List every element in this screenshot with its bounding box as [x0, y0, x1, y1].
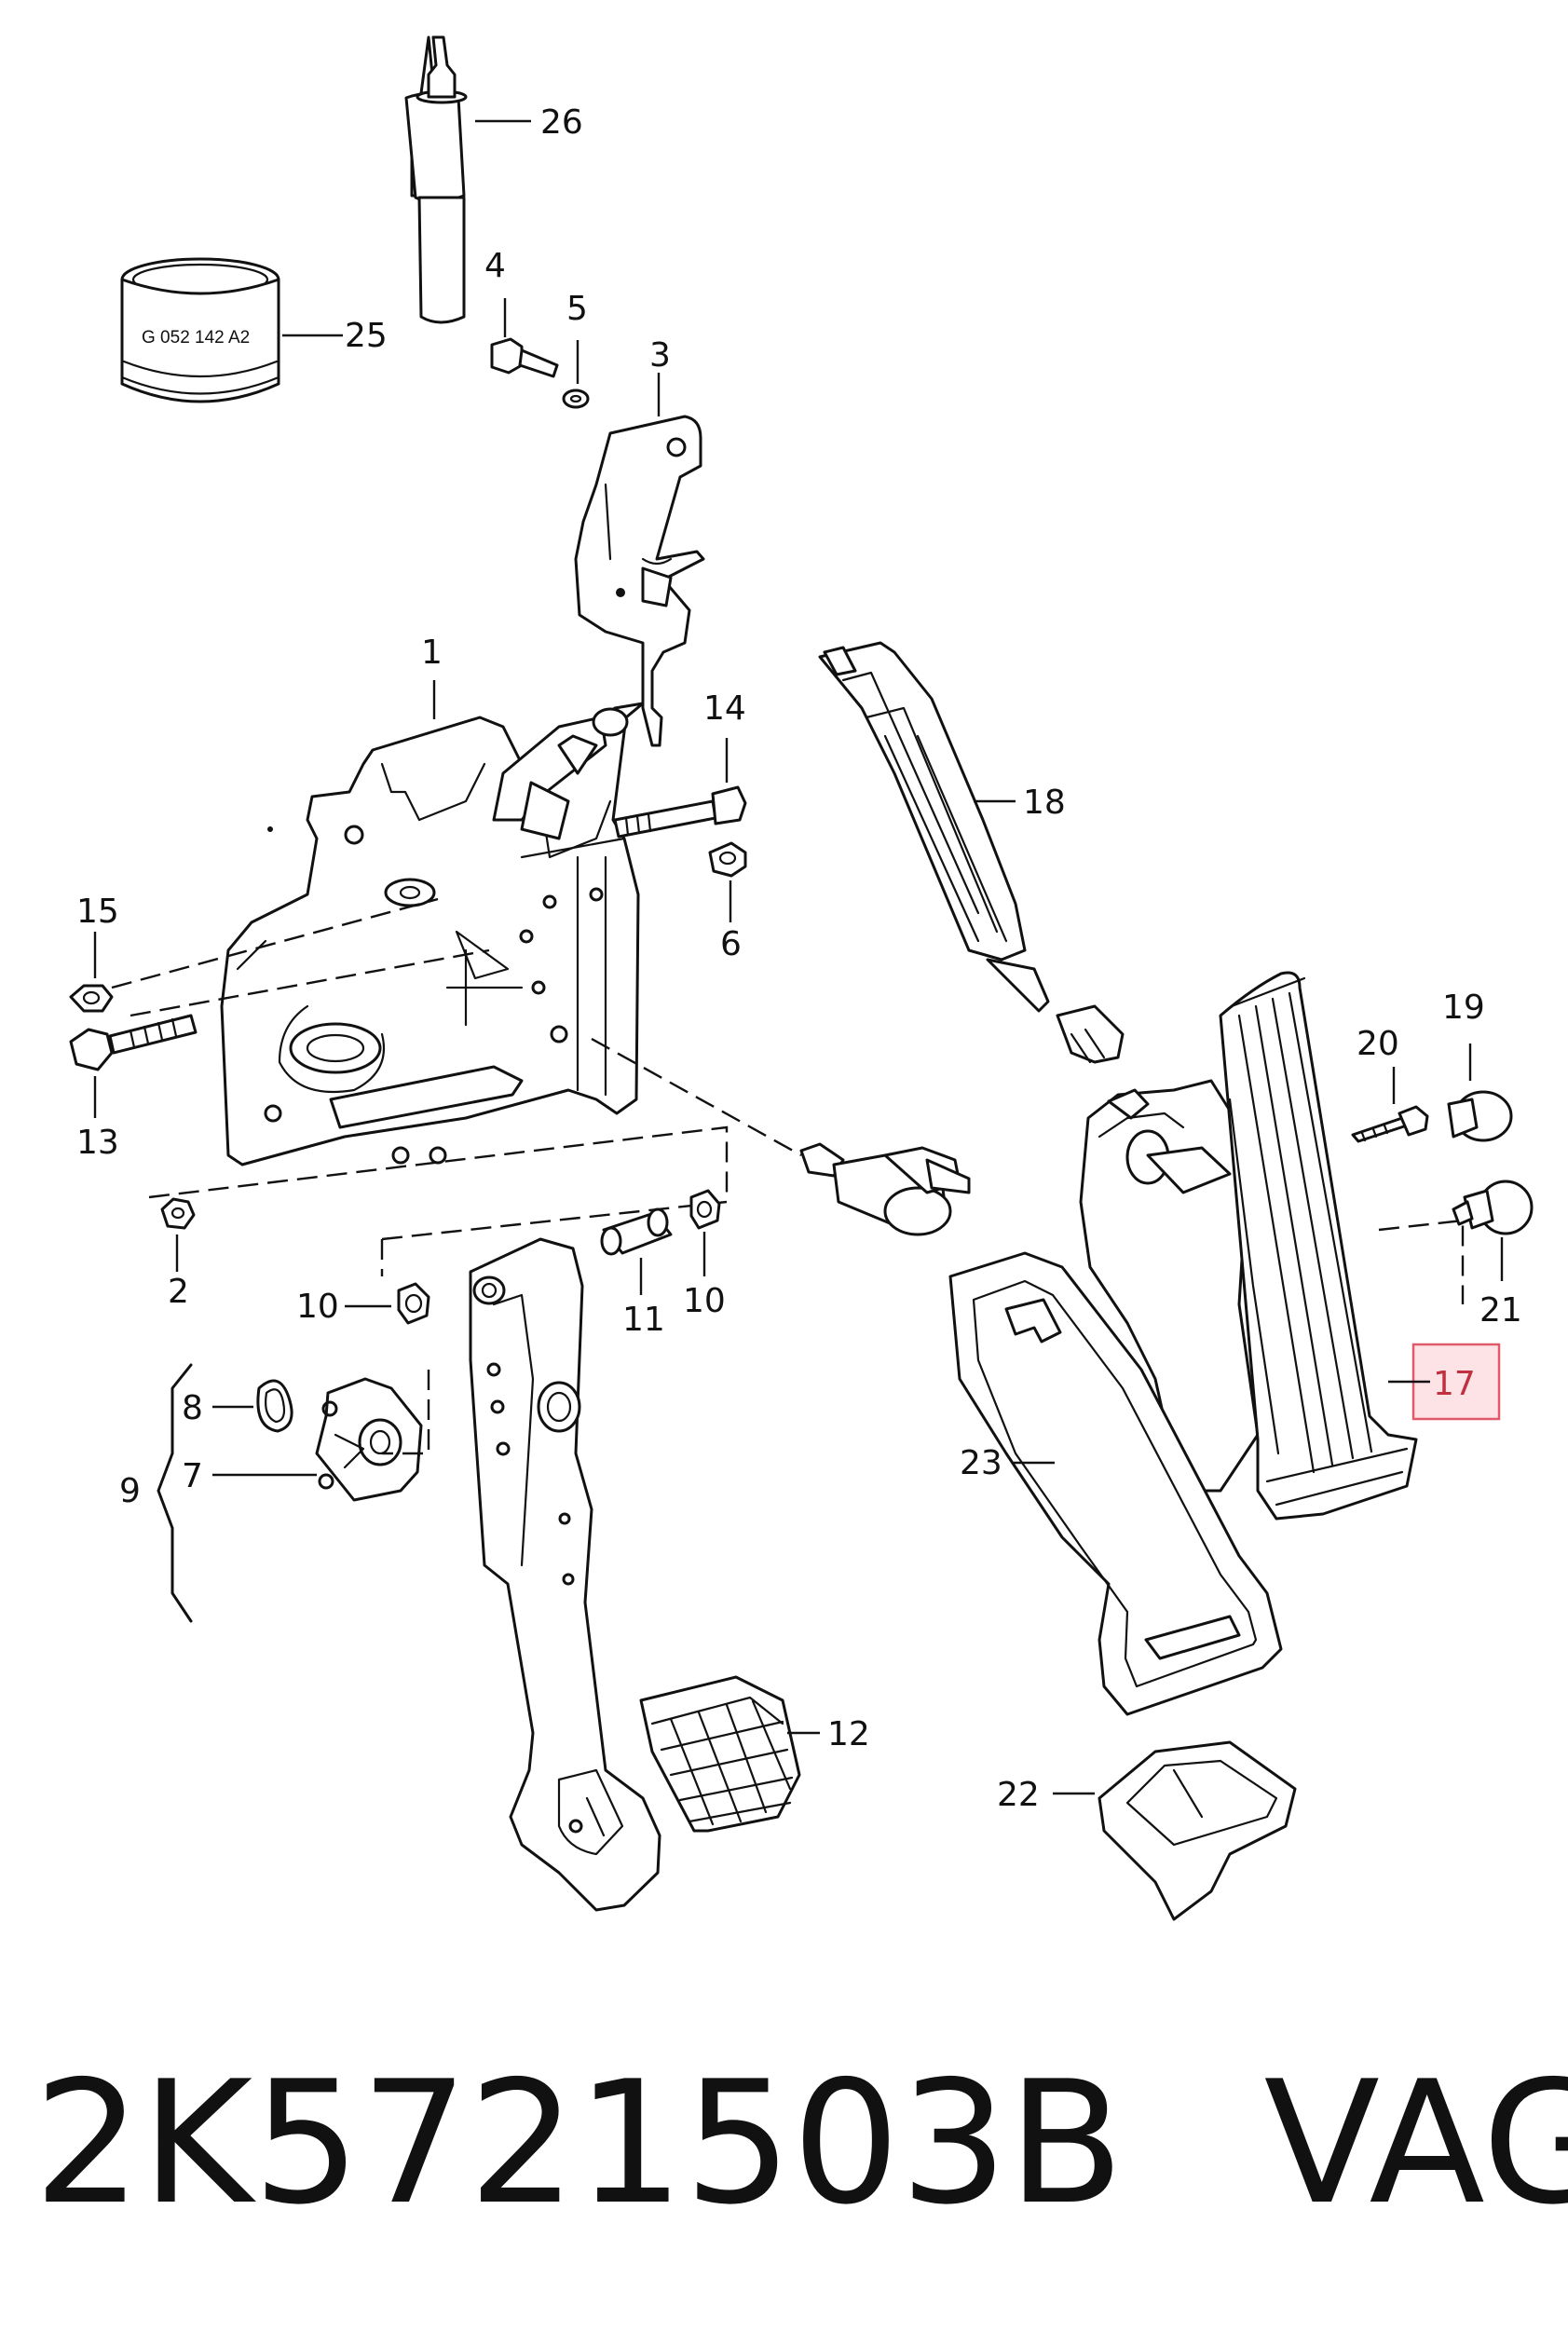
bushing-part-11: [600, 1207, 673, 1295]
brake-pedal-lever: [469, 1237, 661, 1912]
nut-part-15: [69, 932, 114, 1013]
adhesive-bottle-part-26: [404, 35, 531, 324]
sensor-bar-part-18: [818, 641, 1125, 1064]
callout-8: 8: [182, 1389, 203, 1427]
nut-part-6: [708, 841, 747, 922]
callout-18: 18: [1023, 784, 1066, 822]
callout-17: 17: [1433, 1365, 1476, 1403]
callout-1: 1: [421, 634, 443, 672]
callout-labels: 26 25 4 5 3 1 14 6 15 13 2 10 11 10 8 7 …: [76, 103, 1522, 1814]
callout-10-right: 10: [683, 1282, 726, 1320]
boot-part-22: [1053, 1740, 1297, 1921]
bracket-part-3: [574, 415, 705, 747]
callout-4: 4: [484, 247, 506, 285]
accelerator-pedal-part-17: [1079, 971, 1465, 1521]
callout-22: 22: [997, 1776, 1040, 1814]
bracket-brace-part-9: [157, 1363, 193, 1623]
grease-can-part-25: G 052 142 A2: [120, 257, 343, 403]
clip-part-21: [1452, 1180, 1534, 1281]
part-number: 2K5721503B: [34, 2044, 1125, 2242]
callout-21: 21: [1479, 1291, 1522, 1330]
can-label: G 052 142 A2: [142, 328, 250, 348]
callout-10-left: 10: [296, 1288, 339, 1326]
callout-5: 5: [566, 290, 588, 328]
ring-part-8: [212, 1379, 293, 1433]
screw-part-20: [1351, 1067, 1429, 1143]
bushing-part-10-left: [345, 1282, 430, 1325]
callout-26: 26: [540, 103, 583, 142]
bolt-part-14: [613, 738, 747, 839]
callout-12: 12: [827, 1715, 870, 1753]
callout-11: 11: [622, 1301, 665, 1339]
callout-13: 13: [76, 1124, 119, 1162]
callout-23: 23: [960, 1444, 1002, 1482]
pedal-bracket-part-1: [220, 680, 645, 1166]
nut-part-2: [160, 1197, 196, 1272]
bushing-part-10-right: [689, 1189, 721, 1276]
callout-2: 2: [168, 1273, 189, 1311]
clip-part-7: [212, 1377, 423, 1502]
part-number-caption: 2K5721503B VAG: [34, 2026, 1568, 2259]
cap-part-19: [1447, 1043, 1513, 1142]
bolt-part-13: [69, 1014, 198, 1118]
callout-15: 15: [76, 893, 119, 931]
floor-plate-part-23: [948, 1251, 1283, 1716]
washer-part-5: [562, 340, 661, 416]
callout-19: 19: [1442, 989, 1485, 1027]
callout-7: 7: [182, 1457, 203, 1495]
callout-20: 20: [1357, 1025, 1399, 1063]
callout-3: 3: [649, 336, 671, 375]
callout-9: 9: [119, 1472, 141, 1510]
pedal-pad-part-12: [639, 1675, 820, 1833]
bolt-part-4: [490, 298, 559, 378]
callout-25: 25: [345, 317, 388, 355]
switch-connector: [799, 1142, 971, 1236]
callout-14: 14: [703, 689, 746, 728]
brand-name: VAG: [1263, 2044, 1568, 2242]
callout-6: 6: [720, 925, 742, 963]
